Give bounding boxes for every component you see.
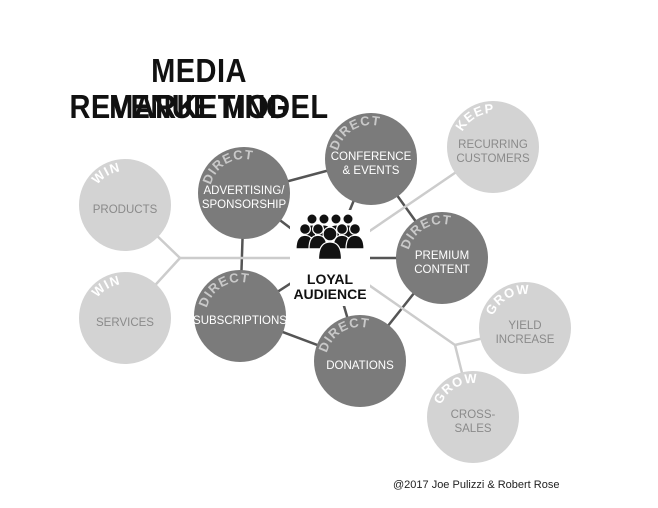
node-premium-label-line-2: CONTENT: [414, 264, 470, 276]
loyal-audience-hub: LOYAL AUDIENCE: [290, 210, 370, 306]
node-premium-circle: [396, 212, 488, 304]
node-services-circle: [79, 272, 171, 364]
node-cross-circle: [427, 371, 519, 463]
node-conference-circle: [325, 113, 417, 205]
node-subscriptions-circle: [194, 270, 286, 362]
node-cross-label-line-1: CROSS-: [451, 409, 496, 421]
node-donations-label-line-1: DONATIONS: [326, 360, 394, 372]
copyright-notice: @2017 Joe Pulizzi & Robert Rose: [393, 479, 560, 491]
diagram-title-line-2: REVENUE MODEL: [69, 88, 329, 125]
node-yield-label-line-2: INCREASE: [496, 334, 555, 346]
node-products-label-line-1: PRODUCTS: [93, 204, 158, 216]
node-yield-circle: [479, 282, 571, 374]
diagram-title-line-1: MEDIA MARKETING: [109, 52, 289, 125]
node-recurring-label-line-2: CUSTOMERS: [456, 153, 530, 165]
node-advertising-circle: [198, 147, 290, 239]
audience-person-mid-4: [345, 223, 365, 250]
audience-icon: [295, 213, 365, 260]
node-subscriptions-label-line-1: SUBSCRIPTIONS: [193, 315, 287, 327]
node-yield-label-line-1: YIELD: [508, 320, 541, 332]
loyal-audience-label-line-1: LOYAL: [307, 271, 354, 287]
node-cross-label-line-2: SALES: [454, 423, 491, 435]
node-products-circle: [79, 159, 171, 251]
node-conference-label-line-1: CONFERENCE: [331, 151, 412, 163]
loyal-audience-label-line-2: AUDIENCE: [293, 286, 366, 302]
node-recurring-circle: [447, 101, 539, 193]
node-conference-label-line-2: & EVENTS: [343, 165, 400, 177]
node-advertising-label-line-2: SPONSORSHIP: [202, 199, 287, 211]
node-recurring-label-line-1: RECURRING: [458, 139, 528, 151]
node-donations-circle: [314, 315, 406, 407]
node-advertising-label-line-1: ADVERTISING/: [204, 185, 286, 197]
node-premium-label-line-1: PREMIUM: [415, 250, 469, 262]
audience-person-front: [317, 226, 343, 260]
node-services-label-line-1: SERVICES: [96, 317, 154, 329]
node-layer: DIRECTADVERTISING/SPONSORSHIPDIRECTCONFE…: [79, 101, 571, 463]
